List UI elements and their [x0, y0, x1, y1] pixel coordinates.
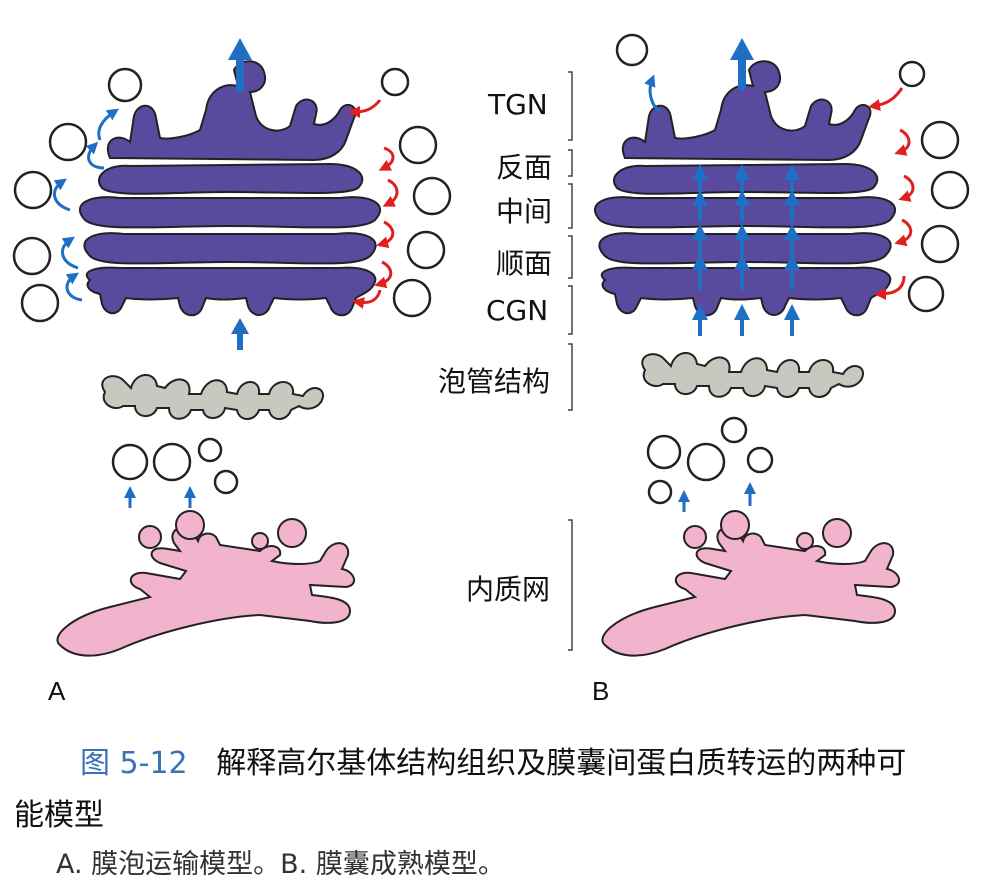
label-trans: 反面: [496, 151, 553, 184]
figure-caption-line1: 图 5-12 解释高尔基体结构组织及膜囊间蛋白质转运的两种可: [80, 738, 906, 782]
vtc-b: [641, 351, 865, 398]
panel-a: A: [12, 38, 452, 706]
layer-brackets: [568, 71, 573, 651]
er-a: [56, 510, 356, 657]
panel-letter-b: B: [592, 676, 609, 706]
er-b: [601, 510, 901, 657]
vesicles-right-b: [898, 60, 970, 313]
er-vesicles-a: [111, 437, 239, 495]
retrograde-arrows-b: [868, 87, 915, 300]
label-cis: 顺面: [496, 247, 553, 280]
tgn-exit-arrow-b: [644, 74, 662, 114]
golgi-transport-diagram: A: [12, 33, 970, 706]
vtc-a: [101, 373, 325, 420]
maturation-arrows-b: [692, 164, 800, 336]
er-vesicles-b: [646, 416, 774, 505]
panel-letter-a: A: [48, 676, 66, 706]
figure-title-part2: 能模型: [14, 798, 104, 833]
panel-b: B: [592, 33, 970, 706]
figure-title-part1: 解释高尔基体结构组织及膜囊间蛋白质转运的两种可: [216, 746, 907, 781]
vesicles-left-b: [615, 33, 649, 67]
golgi-stack-b: [593, 60, 897, 317]
label-cgn: CGN: [486, 294, 549, 327]
label-medial: 中间: [496, 195, 553, 228]
retrograde-arrows-a: [348, 99, 399, 309]
vesicles-left-a: [12, 67, 143, 323]
er-export-arrows-a: [124, 486, 196, 508]
figure-subtitle: A. 膜泡运输模型。B. 膜囊成熟模型。: [56, 849, 505, 880]
label-er: 内质网: [466, 573, 551, 606]
anterograde-arrows-a: [53, 108, 119, 302]
label-vtc: 泡管结构: [438, 365, 551, 398]
er-export-arrows-b: [678, 482, 756, 512]
figure-number: 图 5-12: [80, 746, 188, 781]
label-tgn: TGN: [488, 88, 548, 121]
vesicles-right-a: [380, 67, 452, 318]
